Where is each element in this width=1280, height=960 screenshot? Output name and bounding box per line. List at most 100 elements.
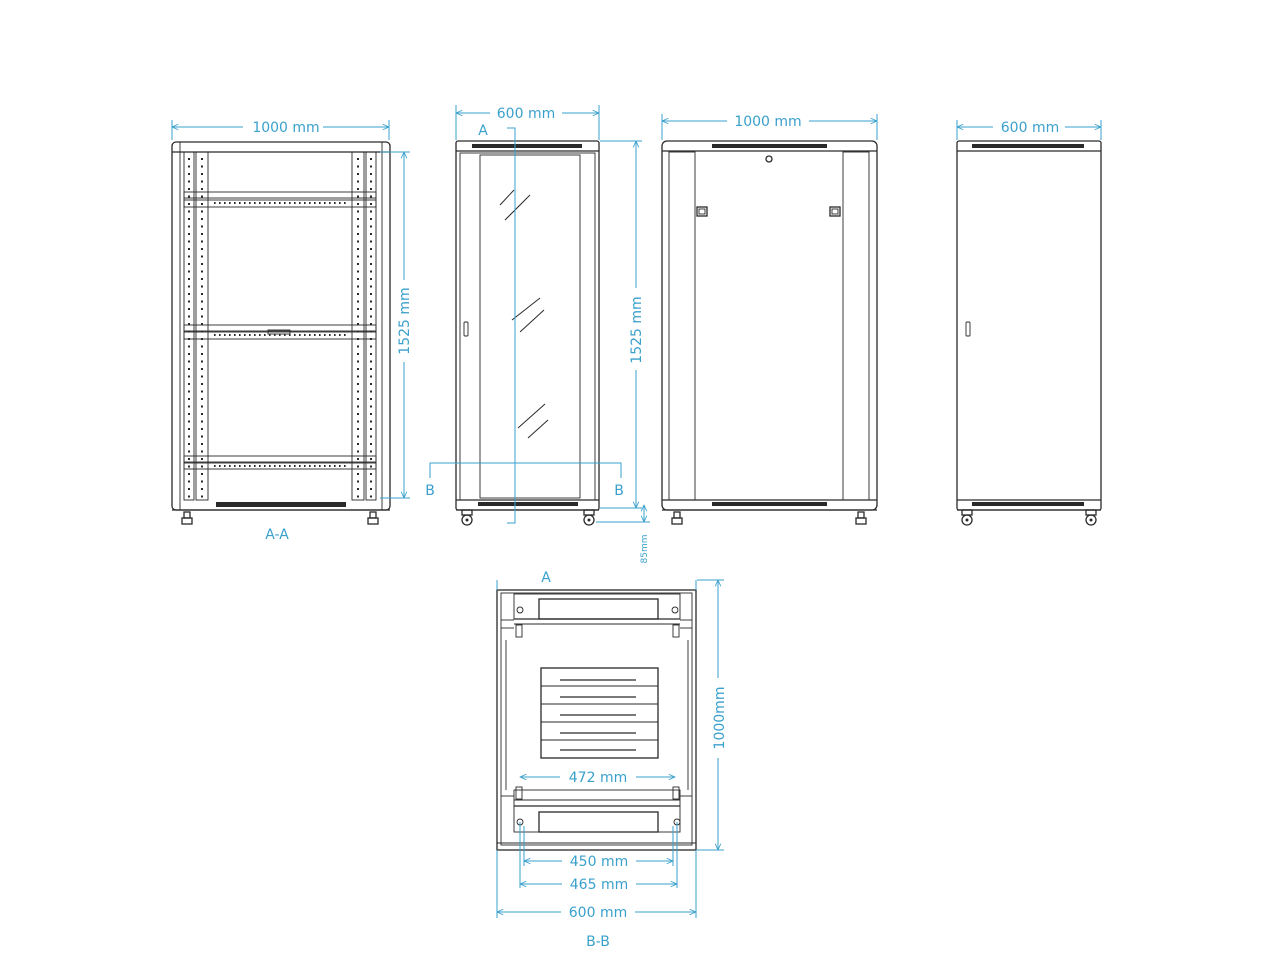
brace-hole (339, 334, 341, 336)
rail-hole (357, 195, 359, 198)
rail-hole (370, 248, 372, 250)
rail-hole (357, 210, 359, 213)
front-section-a-line (507, 127, 516, 524)
bb-section-a-label: A (541, 570, 551, 586)
section-aa-view: 1000 mm 1525 mm A-A (172, 117, 414, 543)
rail-hole (201, 473, 203, 475)
rail-hole (201, 465, 203, 468)
rail-hole (370, 428, 372, 430)
rail-hole (370, 383, 372, 385)
rail-hole (188, 495, 190, 498)
brace-hole (324, 465, 326, 467)
brace-hole (269, 202, 271, 204)
rail-hole (188, 473, 190, 475)
rail-hole (370, 165, 372, 168)
rail-hole (370, 285, 372, 288)
rail-hole (357, 263, 359, 265)
rear-view: 600 mm (957, 117, 1101, 526)
rail-hole (357, 398, 359, 400)
brace-hole (324, 334, 326, 336)
rail-hole (188, 488, 190, 490)
rail-hole (201, 263, 203, 265)
brace-hole (294, 334, 296, 336)
rail-hole (188, 315, 190, 318)
rail-hole (370, 218, 372, 220)
brace-hole (244, 334, 246, 336)
rail-hole (370, 210, 372, 213)
rail-hole (188, 240, 190, 243)
rail-hole (357, 375, 359, 378)
rail-hole (370, 465, 372, 468)
rail-hole (370, 225, 372, 228)
side-view: 1000 mm (662, 111, 877, 525)
rail-hole (370, 323, 372, 325)
front-casters (461, 509, 595, 526)
rail-hole (188, 458, 190, 460)
rail-hole (201, 285, 203, 288)
rail-hole (357, 405, 359, 408)
brace-hole (214, 465, 216, 467)
rail-hole (357, 323, 359, 325)
rail-hole (370, 158, 372, 160)
aa-width-label: 1000 mm (252, 120, 319, 136)
rail-hole (188, 173, 190, 175)
rail-hole (370, 458, 372, 460)
brace-hole (274, 334, 276, 336)
rail-hole (201, 488, 203, 490)
rail-hole (357, 300, 359, 303)
side-left-post (668, 151, 696, 501)
rail-hole (188, 375, 190, 378)
rail-hole (201, 413, 203, 415)
rail-hole (357, 203, 359, 205)
rail-hole (188, 165, 190, 168)
rail-hole (201, 255, 203, 258)
rail-hole (201, 278, 203, 280)
brace-hole (259, 202, 261, 204)
rail-hole (201, 270, 203, 273)
bb-outer-width-label: 600 mm (569, 905, 627, 921)
brace-hole (259, 334, 261, 336)
brace-hole (304, 334, 306, 336)
brace-hole (294, 202, 296, 204)
rail-hole (370, 195, 372, 198)
bb-rail-450-label: 450 mm (570, 854, 628, 870)
front-section-b-right-label: B (614, 483, 624, 499)
brace-hole (344, 202, 346, 204)
brace-hole (319, 202, 321, 204)
bb-inner-frame (500, 592, 693, 846)
brace-hole (224, 465, 226, 467)
rail-hole (188, 383, 190, 385)
brace-hole (319, 334, 321, 336)
side-lock-icon (765, 155, 773, 163)
rail-hole (201, 248, 203, 250)
brace-hole (279, 465, 281, 467)
bb-bottom-slot (538, 811, 659, 833)
brace-hole (224, 202, 226, 204)
rail-hole (357, 368, 359, 370)
rail-hole (370, 420, 372, 423)
rail-hole (357, 428, 359, 430)
rail-hole (201, 240, 203, 243)
rail-hole (370, 233, 372, 235)
rail-hole (370, 390, 372, 393)
rail-hole (370, 435, 372, 438)
rail-hole (357, 345, 359, 348)
rail-hole (188, 188, 190, 190)
brace-hole (264, 465, 266, 467)
brace-hole (284, 465, 286, 467)
brace-hole (294, 465, 296, 467)
rail-hole (188, 255, 190, 258)
rail-hole (357, 480, 359, 483)
rail-hole (357, 495, 359, 498)
side-right-post (842, 151, 870, 501)
rail-hole (357, 218, 359, 220)
brace-hole (284, 334, 286, 336)
rail-hole (370, 180, 372, 183)
rail-hole (370, 368, 372, 370)
side-top-vent (712, 144, 827, 148)
brace-hole (279, 334, 281, 336)
brace-hole (274, 465, 276, 467)
aa-brace-mid2 (183, 331, 377, 340)
rail-hole (370, 308, 372, 310)
rail-hole (188, 330, 190, 333)
